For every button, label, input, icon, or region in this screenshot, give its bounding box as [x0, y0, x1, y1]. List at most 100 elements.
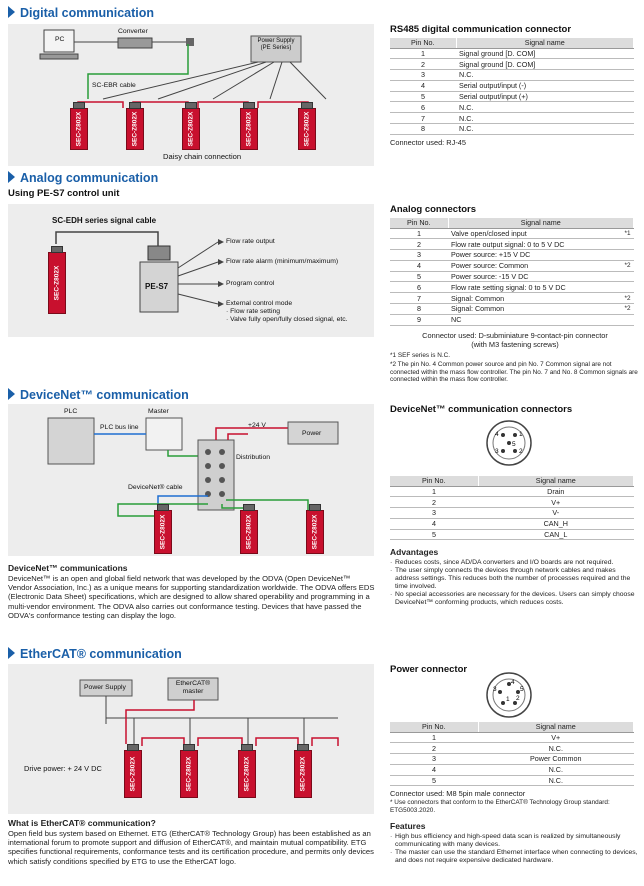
- analog-section-title: Analog communication: [8, 171, 158, 185]
- rs485-connector: Connector used: RJ-45: [390, 138, 466, 147]
- pin-label: 4: [495, 431, 499, 438]
- analog-connectors-title: Analog connectors: [390, 204, 477, 215]
- devicenet-wiring: [47, 417, 339, 517]
- digital-diagram: PC Converter Power Supply (PE Series) SC…: [8, 24, 374, 166]
- ethercat-wiring: [79, 677, 339, 746]
- pin-label: 4: [511, 679, 515, 686]
- devicenet-device-1: SEC-Z802X: [154, 504, 172, 554]
- pc-label: PC: [55, 36, 65, 43]
- list-item: Reduces costs, since AD/DA converters an…: [390, 559, 640, 567]
- mass-flow-controller-1: SEC-Z802X: [70, 102, 88, 150]
- power-connector-note: * Use connectors that conform to the Eth…: [390, 799, 610, 814]
- mass-flow-controller-2: SEC-Z802X: [126, 102, 144, 150]
- pin-label: 1: [519, 431, 523, 438]
- flow-rate-setting-label: · Flow rate setting: [226, 308, 281, 315]
- ethercat-device-3: SEC-Z802X: [238, 744, 256, 798]
- analog-diagram: SC-EDH series signal cable SEC-Z802X PE-…: [8, 204, 374, 337]
- voltage-label: +24 V: [248, 422, 266, 429]
- devicenet-body-title: DeviceNet™ communications: [8, 563, 128, 573]
- analog-cable-label: SC-EDH series signal cable: [52, 216, 157, 225]
- ethercat-section-title: EtherCAT® communication: [8, 647, 182, 661]
- analog-note-1: *1 SEF series is N.C.: [390, 352, 451, 359]
- flow-rate-alarm-label: Flow rate alarm (minimum/maximum): [226, 258, 339, 265]
- rs485-title: RS485 digital communication connector: [390, 24, 572, 35]
- digital-section-title: Digital communication: [8, 6, 154, 20]
- digital-caption: Daisy chain connection: [163, 152, 242, 161]
- devicenet-device-3: SEC-Z802X: [306, 504, 324, 554]
- analog-note-2: *2 The pin No. 4 Common power source and…: [390, 361, 638, 384]
- analog-mass-flow-controller: SEC-Z802X: [48, 246, 66, 314]
- features-title: Features: [390, 821, 426, 831]
- pin-label: 2: [519, 448, 523, 455]
- ethercat-body: Open field bus system based on Ethernet.…: [8, 829, 374, 866]
- pe-s7-label: PE-S7: [145, 282, 169, 291]
- analog-connector-used: Connector used: D-subminiature 9-contact…: [422, 331, 608, 349]
- master-label: Master: [148, 408, 169, 415]
- converter-label: Converter: [118, 28, 148, 35]
- analog-wiring: [55, 231, 224, 313]
- devicenet-section-title: DeviceNet™ communication: [8, 388, 189, 402]
- ethercat-diagram: Power Supply EtherCAT® master Drive powe…: [8, 664, 374, 814]
- analog-subtitle: Using PE-S7 control unit: [8, 188, 120, 199]
- power-label: Power: [302, 430, 322, 437]
- distribution-label: Distribution: [236, 454, 270, 461]
- list-item: The master can use the standard Ethernet…: [390, 849, 640, 865]
- list-item: High bus efficiency and high-speed data …: [390, 833, 640, 849]
- pin-label: 5: [512, 441, 516, 448]
- devicenet-connector-icon: 4 1 5 3 2: [486, 420, 532, 466]
- plc-label: PLC: [64, 408, 78, 415]
- valve-signal-label: · Valve fully open/fully closed signal, …: [226, 316, 348, 323]
- advantages-list: Reduces costs, since AD/DA converters an…: [390, 559, 640, 607]
- devicenet-cable-label: DeviceNet® cable: [128, 484, 183, 491]
- mass-flow-controller-4: SEC-Z802X: [240, 102, 258, 150]
- list-item: The user simply connects the devices thr…: [390, 567, 640, 591]
- section-arrow-icon: [8, 647, 15, 659]
- devicenet-body: DeviceNet™ is an open and global field n…: [8, 574, 375, 620]
- pin-label: 5: [520, 686, 524, 693]
- ethercat-device-2: SEC-Z802X: [180, 744, 198, 798]
- ethercat-body-title: What is EtherCAT® communication?: [8, 818, 156, 828]
- ethercat-device-1: SEC-Z802X: [124, 744, 142, 798]
- power-connector-title: Power connector: [390, 664, 468, 675]
- devicenet-device-2: SEC-Z802X: [240, 504, 258, 554]
- power-connector-icon: 4 3 5 1 2: [486, 672, 532, 718]
- pin-label: 3: [495, 448, 499, 455]
- pin-label: 2: [516, 695, 520, 702]
- ethercat-master-label: EtherCAT® master: [175, 680, 211, 695]
- flow-rate-output-label: Flow rate output: [226, 238, 275, 245]
- mass-flow-controller-3: SEC-Z802X: [182, 102, 200, 150]
- external-control-label: External control mode: [226, 300, 293, 307]
- list-item: No special accessories are necessary for…: [390, 591, 640, 607]
- devicenet-connectors-title: DeviceNet™ communication connectors: [390, 404, 573, 415]
- section-arrow-icon: [8, 6, 15, 18]
- ethercat-power-supply-label: Power Supply: [84, 684, 126, 691]
- ethercat-device-4: SEC-Z802X: [294, 744, 312, 798]
